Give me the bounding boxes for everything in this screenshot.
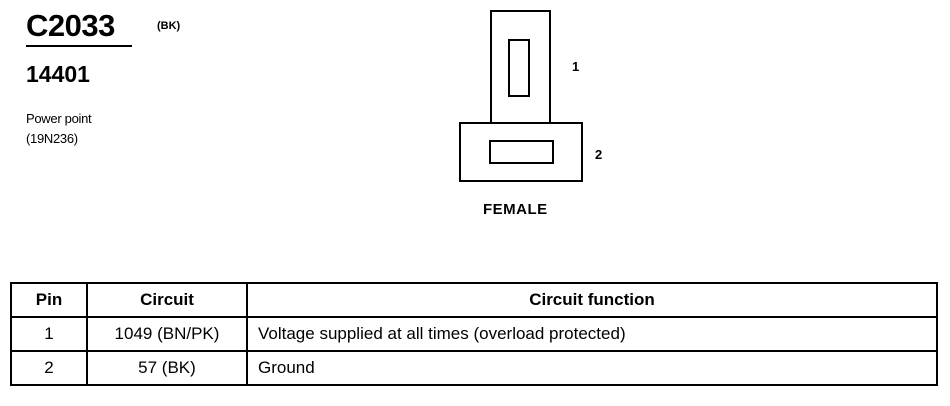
view-label: FEMALE xyxy=(483,201,548,218)
connector-id-underline xyxy=(26,45,132,47)
circuit-cell: 1049 (BN/PK) xyxy=(86,316,248,352)
pin-2-cavity xyxy=(489,140,554,164)
pin-cell: 2 xyxy=(10,350,88,386)
pin-1-cavity xyxy=(508,39,530,97)
pin-cell: 1 xyxy=(10,316,88,352)
circuit-function-cell: Voltage supplied at all times (overload … xyxy=(246,316,938,352)
column-header-pin: Pin xyxy=(10,282,88,318)
component-description: Power point xyxy=(26,111,92,126)
column-header-circuit-function: Circuit function xyxy=(246,282,938,318)
connector-color: (BK) xyxy=(157,20,181,32)
table-row: 2 57 (BK) Ground xyxy=(10,350,938,386)
connector-face-diagram: 1 2 xyxy=(459,10,602,182)
column-header-circuit: Circuit xyxy=(86,282,248,318)
table-header-row: Pin Circuit Circuit function xyxy=(10,282,938,318)
pin-table: Pin Circuit Circuit function 1 1049 (BN/… xyxy=(10,282,938,386)
circuit-cell: 57 (BK) xyxy=(86,350,248,386)
connector-id: C2033 xyxy=(26,8,115,43)
component-reference: (19N236) xyxy=(26,131,78,146)
circuit-function-cell: Ground xyxy=(246,350,938,386)
pin-2-label: 2 xyxy=(595,147,602,162)
table-row: 1 1049 (BN/PK) Voltage supplied at all t… xyxy=(10,316,938,352)
part-number: 14401 xyxy=(26,61,90,87)
pin-1-label: 1 xyxy=(572,59,579,74)
